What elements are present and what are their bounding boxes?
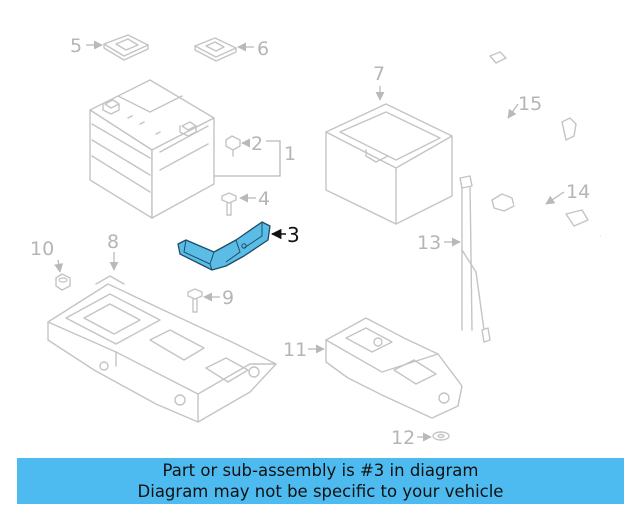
- callout-7: 7: [373, 63, 385, 101]
- part-7-battery-tray[interactable]: [325, 103, 453, 225]
- callout-label: 15: [518, 93, 542, 115]
- callout-label: 4: [258, 188, 270, 210]
- part-4-bolt[interactable]: [221, 192, 237, 216]
- callout-8: 8: [107, 231, 119, 271]
- callout-label: 12: [391, 427, 415, 449]
- part-13-rod[interactable]: [459, 175, 491, 343]
- callout-label: 5: [70, 35, 82, 57]
- callout-label: 8: [107, 231, 119, 253]
- part-3-bracket-highlighted[interactable]: [177, 221, 271, 271]
- callout-label: 1: [284, 143, 296, 165]
- callout-13: 13: [417, 232, 461, 254]
- callout-11: 11: [283, 339, 325, 361]
- callout-label: 13: [417, 232, 441, 254]
- part-14-cable[interactable]: [491, 193, 601, 237]
- part-9-bolt[interactable]: [187, 288, 203, 313]
- callout-6: 6: [237, 38, 269, 60]
- part-1-battery[interactable]: [89, 79, 215, 219]
- banner-line-1: Part or sub-assembly is #3 in diagram: [162, 461, 479, 480]
- callout-1: 1: [214, 140, 296, 177]
- callout-12: 12: [391, 427, 432, 449]
- callout-14: 14: [545, 181, 590, 205]
- part-5-terminal-cover[interactable]: [103, 34, 149, 61]
- part-12-washer[interactable]: [432, 431, 450, 441]
- part-10-nut[interactable]: [55, 273, 71, 291]
- callout-3: 3: [270, 223, 300, 247]
- callout-label: 7: [373, 63, 385, 85]
- part-8-battery-carrier[interactable]: [47, 275, 277, 423]
- callout-label: 14: [566, 181, 590, 203]
- part-11-bracket[interactable]: [325, 317, 463, 419]
- info-banner: Part or sub-assembly is #3 in diagram Di…: [17, 458, 624, 504]
- callout-5: 5: [70, 35, 103, 57]
- banner-line-2: Diagram may not be specific to your vehi…: [137, 482, 504, 501]
- callout-label: 2: [251, 133, 263, 155]
- part-15-cable[interactable]: [457, 51, 577, 144]
- part-2-clip[interactable]: [225, 135, 241, 157]
- callout-label: 3: [287, 223, 300, 247]
- part-6-terminal-cover[interactable]: [194, 37, 237, 62]
- callout-label: 9: [222, 287, 234, 309]
- callout-label: 10: [30, 238, 54, 260]
- callout-9: 9: [203, 287, 234, 309]
- callout-2: 2: [241, 133, 263, 155]
- callout-15: 15: [507, 93, 542, 119]
- callout-4: 4: [239, 188, 270, 210]
- parts-diagram: 1 2 3 4 5 6 7 8 9 10 11 12: [30, 34, 601, 449]
- callout-label: 11: [283, 339, 307, 361]
- callout-10: 10: [30, 238, 64, 273]
- callout-label: 6: [257, 38, 269, 60]
